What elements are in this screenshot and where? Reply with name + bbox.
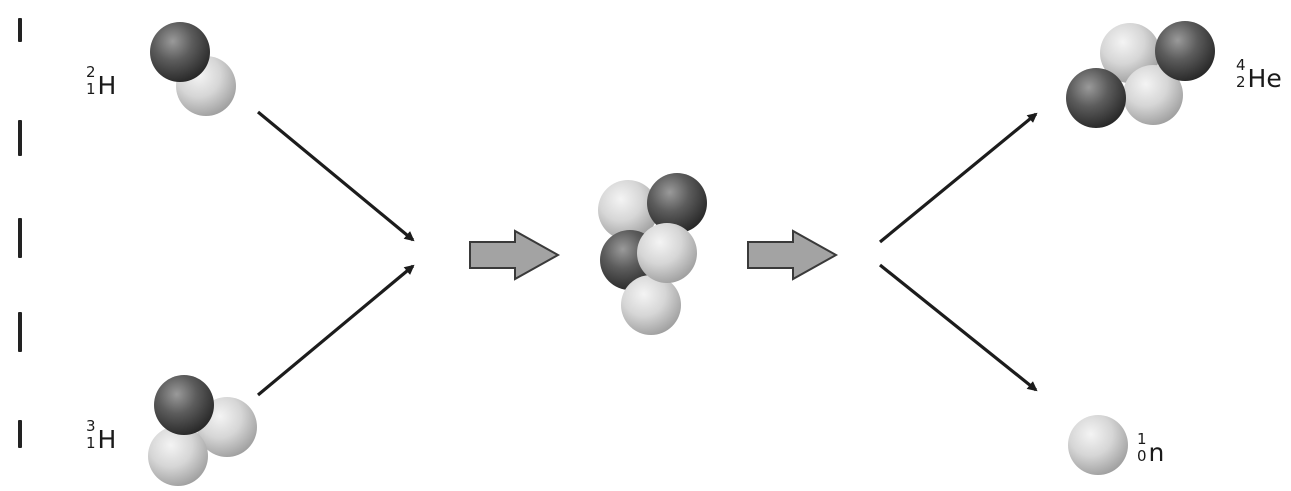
proton-sphere bbox=[1155, 21, 1215, 81]
tritium-nucleus bbox=[148, 375, 257, 486]
deuterium-nucleus bbox=[150, 22, 236, 116]
element-symbol: He bbox=[1247, 64, 1282, 93]
arrow-tritium-to-center bbox=[256, 264, 415, 397]
mass-number: 1 bbox=[1137, 430, 1147, 448]
atomic-number: 0 bbox=[1137, 447, 1147, 465]
element-symbol: H bbox=[97, 71, 117, 100]
deuterium-label: 2 1 H bbox=[86, 63, 117, 100]
element-symbol: H bbox=[97, 425, 117, 454]
neutron-sphere bbox=[598, 180, 658, 240]
atomic-number: 1 bbox=[86, 434, 96, 452]
edge-mark bbox=[18, 218, 22, 258]
arrow-center-to-helium bbox=[878, 112, 1038, 244]
neutron-sphere bbox=[1123, 65, 1183, 125]
neutron-label: 1 0 n bbox=[1137, 430, 1165, 467]
edge-mark bbox=[18, 420, 22, 448]
neutron-sphere bbox=[637, 223, 697, 283]
neutron-sphere bbox=[148, 426, 208, 486]
tritium-label: 3 1 H bbox=[86, 417, 117, 454]
edge-mark bbox=[18, 312, 22, 352]
proton-sphere bbox=[150, 22, 210, 82]
arrow-deuterium-to-center bbox=[256, 110, 415, 242]
helium-label: 4 2 He bbox=[1236, 56, 1282, 93]
mass-number: 3 bbox=[86, 417, 96, 435]
free-neutron bbox=[1068, 415, 1128, 475]
proton-sphere bbox=[154, 375, 214, 435]
proton-sphere bbox=[1066, 68, 1126, 128]
atomic-number: 1 bbox=[86, 80, 96, 98]
compound-nucleus bbox=[598, 173, 707, 335]
atomic-number: 2 bbox=[1236, 73, 1246, 91]
proton-sphere bbox=[647, 173, 707, 233]
mass-number: 4 bbox=[1236, 56, 1246, 74]
edge-mark bbox=[18, 120, 22, 156]
helium-nucleus bbox=[1066, 21, 1215, 128]
block-arrow-1 bbox=[469, 229, 561, 281]
mass-number: 2 bbox=[86, 63, 96, 81]
block-arrow-2 bbox=[747, 229, 839, 281]
edge-mark bbox=[18, 18, 22, 42]
element-symbol: n bbox=[1148, 438, 1165, 467]
arrow-center-to-neutron bbox=[878, 263, 1038, 392]
neutron-sphere bbox=[621, 275, 681, 335]
